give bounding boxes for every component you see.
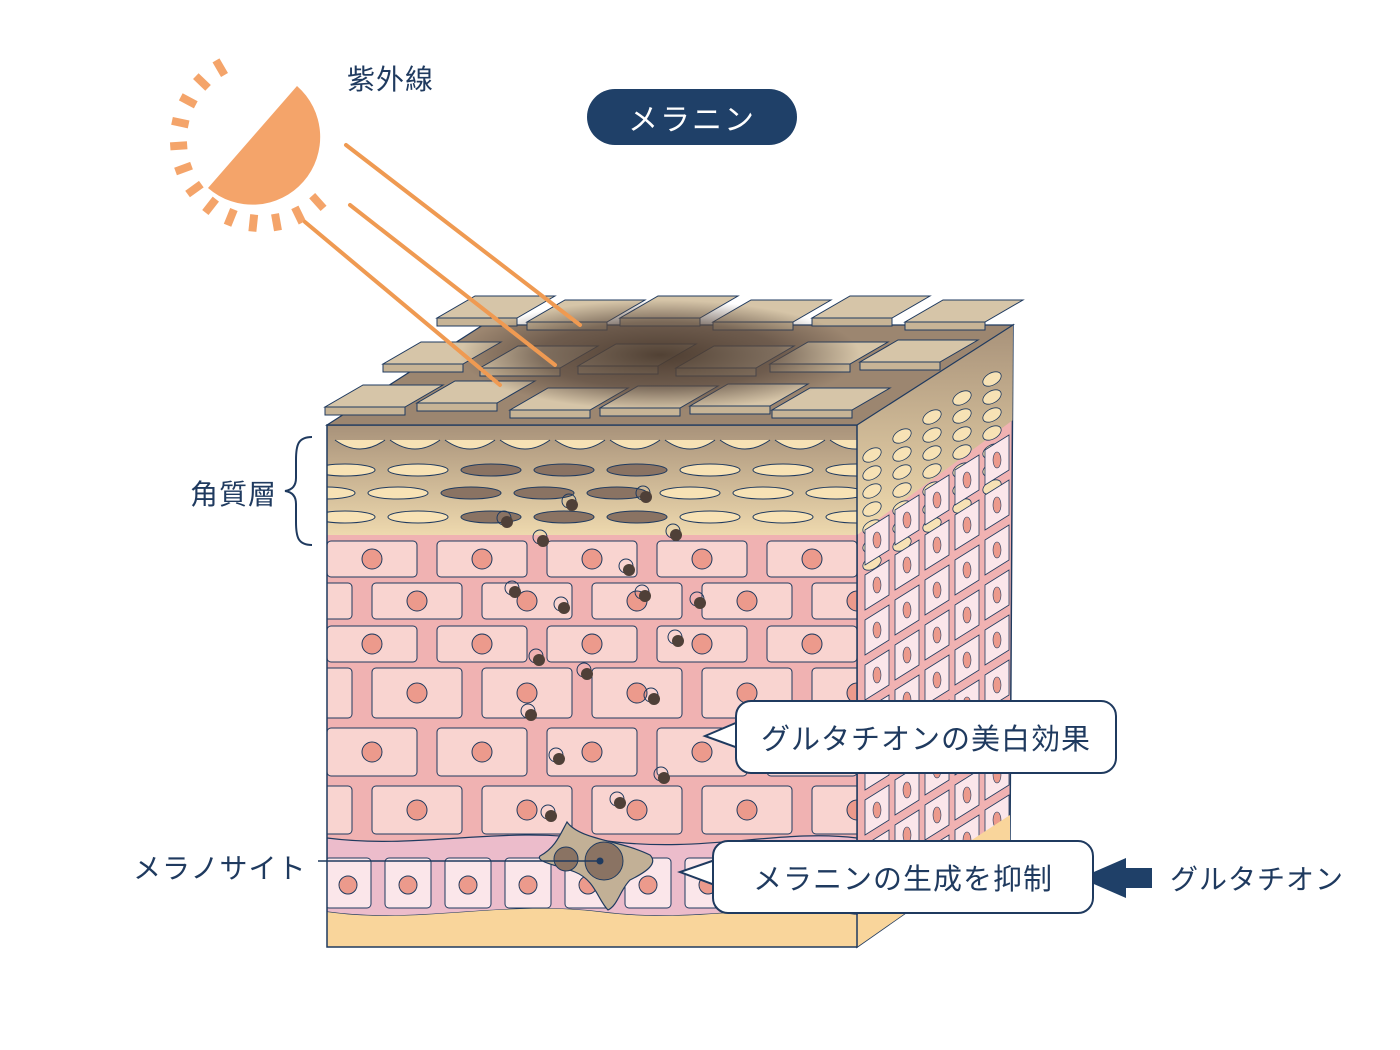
glutathione-label: グルタチオン xyxy=(1170,863,1345,896)
arrow-left-icon xyxy=(1080,858,1152,898)
uv-rays xyxy=(303,143,582,387)
suppress-melanin-callout: メラニンの生成を抑制 xyxy=(712,840,1094,914)
stratum-corneum-brace xyxy=(284,436,313,546)
melanocyte-label: メラノサイト xyxy=(133,852,307,885)
sun-icon xyxy=(169,58,327,232)
uv-label: 紫外線 xyxy=(347,63,435,96)
melanin-granules xyxy=(496,485,706,822)
melanocyte-cell xyxy=(318,820,654,911)
stratum-corneum-label: 角質層 xyxy=(190,478,278,511)
melanin-badge: メラニン xyxy=(587,89,797,145)
top-face xyxy=(323,295,1025,426)
whitening-effect-callout: グルタチオンの美白効果 xyxy=(735,700,1117,774)
